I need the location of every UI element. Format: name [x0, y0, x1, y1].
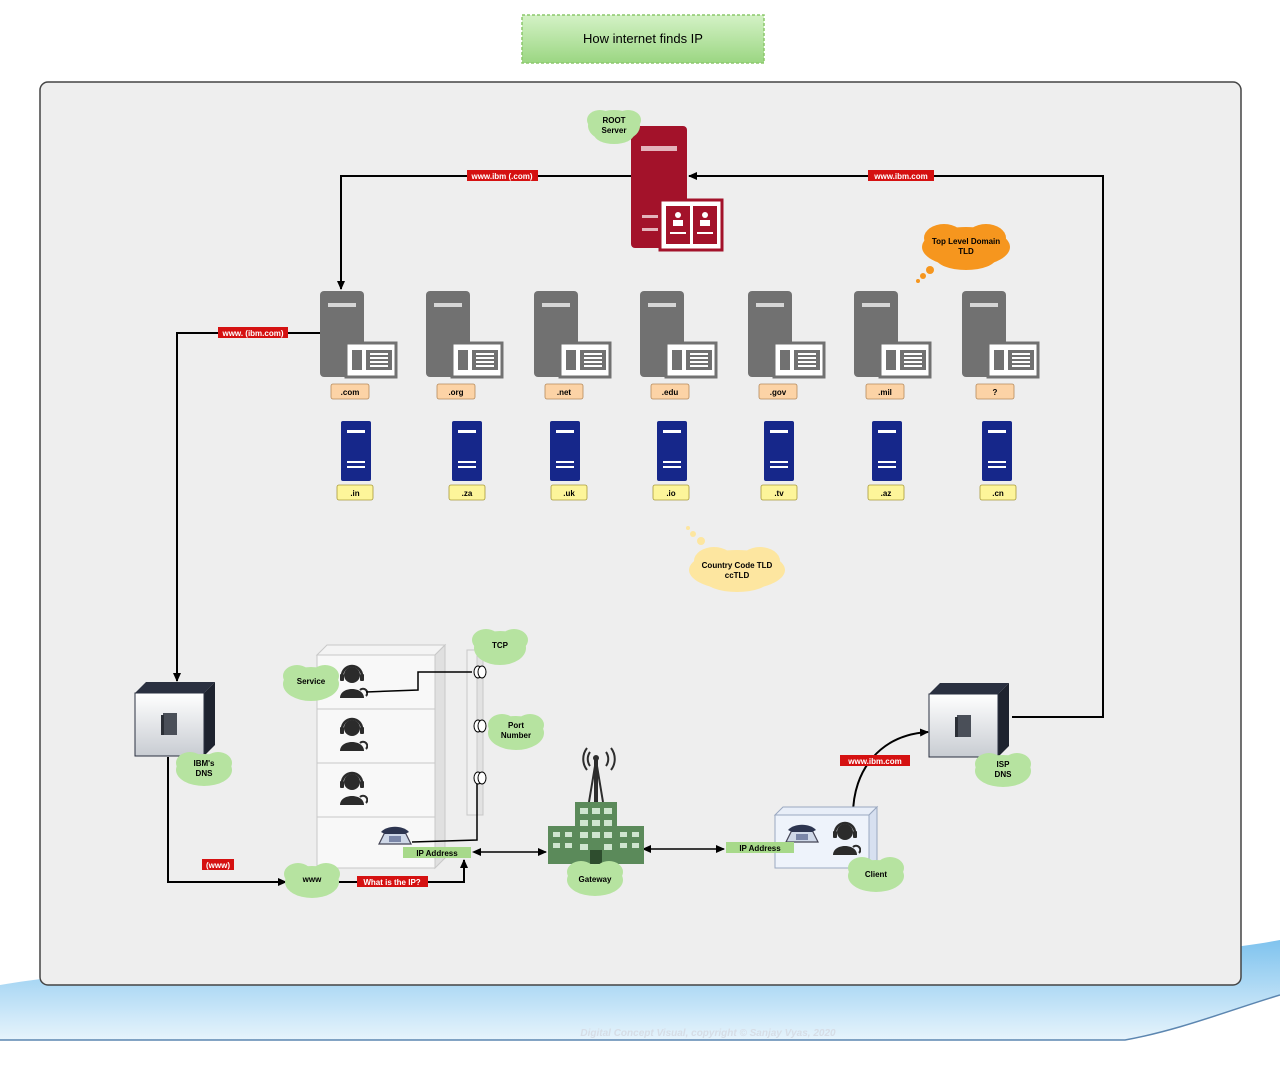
- client-cloud: Client: [848, 857, 904, 892]
- svg-text:Number: Number: [501, 731, 531, 740]
- tld-cloud: Top Level Domain TLD: [916, 224, 1010, 283]
- svg-text:Client: Client: [865, 870, 888, 879]
- ibm-dns-cloud: IBM's DNS: [176, 752, 232, 786]
- cc-server-tv: [764, 421, 794, 481]
- svg-text:Port: Port: [508, 721, 524, 730]
- root-label-line2: Server: [602, 126, 627, 135]
- svg-text:IP Address: IP Address: [739, 844, 781, 853]
- label-com-to-ibmdns: www. (ibm.com): [218, 327, 288, 338]
- arrow-ibmdns-to-www: [167, 757, 287, 886]
- cc-server-in: [341, 421, 371, 481]
- ibm-dns-server: [134, 682, 215, 757]
- svg-text:IP Address: IP Address: [416, 849, 458, 858]
- wave-background: [0, 940, 1280, 1040]
- title-box: [521, 14, 765, 64]
- port-number-cloud: Port Number: [488, 714, 544, 750]
- label-root-to-com: www.ibm (.com): [467, 170, 538, 181]
- svg-text:.az: .az: [881, 489, 892, 498]
- ip-address-client-label: IP Address: [726, 842, 794, 853]
- tcp-cloud: TCP: [472, 629, 528, 665]
- svg-text:What is the IP?: What is the IP?: [363, 878, 420, 887]
- svg-text:IBM's: IBM's: [193, 759, 215, 768]
- svg-text:DNS: DNS: [995, 770, 1013, 779]
- cc-label-za: .za: [448, 484, 486, 501]
- svg-text:www.ibm.com: www.ibm.com: [873, 172, 928, 181]
- cctld-cloud-line2: ccTLD: [725, 571, 750, 580]
- svg-text:.mil: .mil: [878, 388, 892, 397]
- svg-text:DNS: DNS: [196, 769, 214, 778]
- cc-server-az: [872, 421, 902, 481]
- cc-label-tv: .tv: [760, 484, 798, 501]
- tld-cloud-line2: TLD: [958, 247, 974, 256]
- svg-text:ISP: ISP: [997, 760, 1011, 769]
- isp-dns-server: [928, 683, 1009, 758]
- gateway-building: [548, 747, 644, 864]
- root-server: [631, 126, 724, 252]
- tld-label-org: .org: [436, 383, 476, 400]
- svg-text:TCP: TCP: [492, 641, 509, 650]
- svg-text:?: ?: [993, 388, 998, 397]
- cc-label-io: .io: [652, 484, 690, 501]
- cctld-cloud-line1: Country Code TLD: [702, 561, 773, 570]
- svg-text:.io: .io: [666, 489, 675, 498]
- root-server-cloud: ROOT Server: [587, 110, 641, 144]
- cc-server-za: [452, 421, 482, 481]
- svg-text:(www): (www): [206, 861, 230, 870]
- label-what-is-ip: What is the IP?: [357, 876, 428, 887]
- svg-text:.net: .net: [557, 388, 572, 397]
- label-ibmdns-to-www: (www): [202, 859, 234, 870]
- tld-label-unknown: ?: [975, 383, 1015, 400]
- tld-label-edu: .edu: [650, 383, 690, 400]
- port-connectors: [473, 665, 487, 785]
- svg-text:.uk: .uk: [563, 489, 575, 498]
- www-cloud: www: [284, 863, 340, 898]
- svg-text:.in: .in: [350, 489, 359, 498]
- tld-label-com: .com: [330, 383, 370, 400]
- service-cloud: Service: [283, 665, 339, 701]
- cc-label-uk: .uk: [550, 484, 588, 501]
- tld-cloud-line1: Top Level Domain: [932, 237, 1000, 246]
- cc-server-cn: [982, 421, 1012, 481]
- cc-server-io: [657, 421, 687, 481]
- svg-text:www. (ibm.com): www. (ibm.com): [221, 329, 283, 338]
- svg-text:.com: .com: [341, 388, 360, 397]
- root-label-line1: ROOT: [602, 116, 625, 125]
- label-isp-to-root: www.ibm.com: [868, 170, 934, 181]
- svg-text:www.ibm.com: www.ibm.com: [847, 757, 902, 766]
- ibm-server-stack: [315, 643, 484, 870]
- svg-text:.org: .org: [448, 388, 463, 397]
- svg-text:Service: Service: [297, 677, 326, 686]
- svg-text:www.ibm (.com): www.ibm (.com): [470, 172, 532, 181]
- svg-text:.cn: .cn: [992, 489, 1004, 498]
- cc-server-uk: [550, 421, 580, 481]
- svg-text:Gateway: Gateway: [579, 875, 612, 884]
- gateway-cloud: Gateway: [567, 861, 623, 896]
- page-title: How internet finds IP: [583, 31, 703, 46]
- svg-text:www: www: [302, 875, 322, 884]
- tld-label-mil: .mil: [865, 383, 905, 400]
- copyright-footer: Digital Concept Visual, copyright © Sanj…: [580, 1028, 836, 1039]
- cc-label-cn: .cn: [979, 484, 1017, 501]
- tld-label-net: .net: [544, 383, 584, 400]
- svg-text:.za: .za: [462, 489, 473, 498]
- isp-dns-cloud: ISP DNS: [975, 753, 1031, 787]
- cc-label-in: .in: [336, 484, 374, 501]
- svg-text:.gov: .gov: [770, 388, 787, 397]
- service-tcp-line: [365, 671, 472, 693]
- svg-text:.edu: .edu: [662, 388, 679, 397]
- tld-label-gov: .gov: [758, 383, 798, 400]
- svg-text:.tv: .tv: [774, 489, 784, 498]
- label-client-to-isp: www.ibm.com: [840, 755, 910, 766]
- cctld-cloud: Country Code TLD ccTLD: [686, 526, 785, 592]
- cc-label-az: .az: [867, 484, 905, 501]
- ip-address-server-label: IP Address: [403, 847, 471, 858]
- phone-port-line: [411, 780, 478, 843]
